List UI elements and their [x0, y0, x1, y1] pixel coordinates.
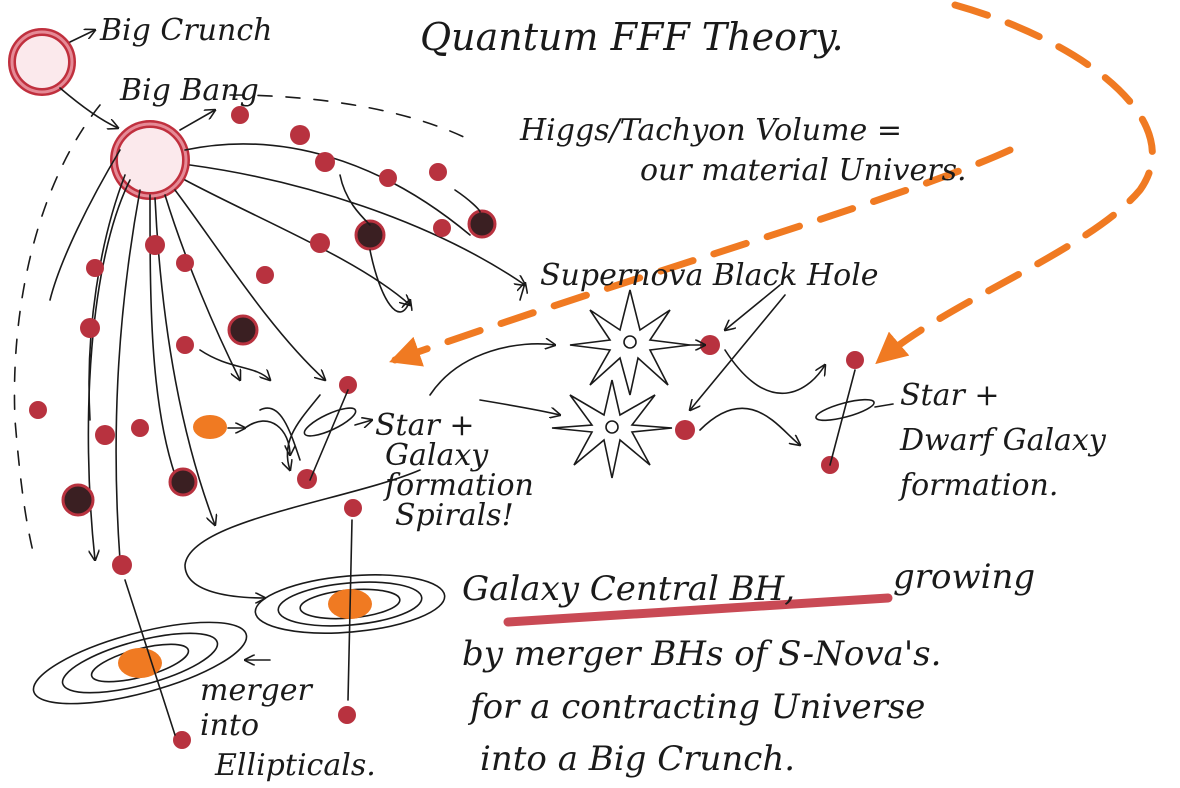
label-big-bang: Big Bang [119, 73, 259, 108]
label-higgs-line1: Higgs/Tachyon Volume = [519, 113, 902, 148]
label-star-dwarf-2: Dwarf Galaxy [899, 423, 1107, 458]
big-crunch-ring [12, 32, 72, 92]
label-star-dwarf-1: Star + [900, 378, 1000, 413]
label-into-big-crunch: into a Big Crunch. [480, 739, 795, 779]
supernova-star-lower [552, 380, 672, 478]
label-big-crunch-top: Big Crunch [99, 13, 272, 48]
big-bang-ring [114, 124, 186, 196]
label-supernova-black-hole: Supernova Black Hole [540, 258, 879, 293]
page-title: Quantum FFF Theory. [420, 15, 844, 59]
label-growing: growing [893, 557, 1035, 597]
supernova-star-upper [570, 290, 690, 395]
label-ellipticals: Ellipticals. [214, 748, 376, 783]
star-formation-mark-2 [814, 370, 893, 465]
label-higgs-line2: our material Univers. [640, 153, 967, 188]
orange-star-dot [193, 415, 290, 455]
label-merger-bhs: by merger BHs of S-Nova's. [462, 634, 941, 674]
label-into: into [200, 708, 259, 743]
label-star-dwarf-3: formation. [898, 468, 1058, 503]
star-formation-mark-1 [301, 390, 372, 480]
label-star-galaxy-4: Spirals! [395, 498, 514, 533]
label-merger: merger [200, 673, 314, 708]
label-central-bh: Galaxy Central BH, [462, 569, 795, 609]
label-contracting-universe: for a contracting Universe [467, 687, 925, 727]
